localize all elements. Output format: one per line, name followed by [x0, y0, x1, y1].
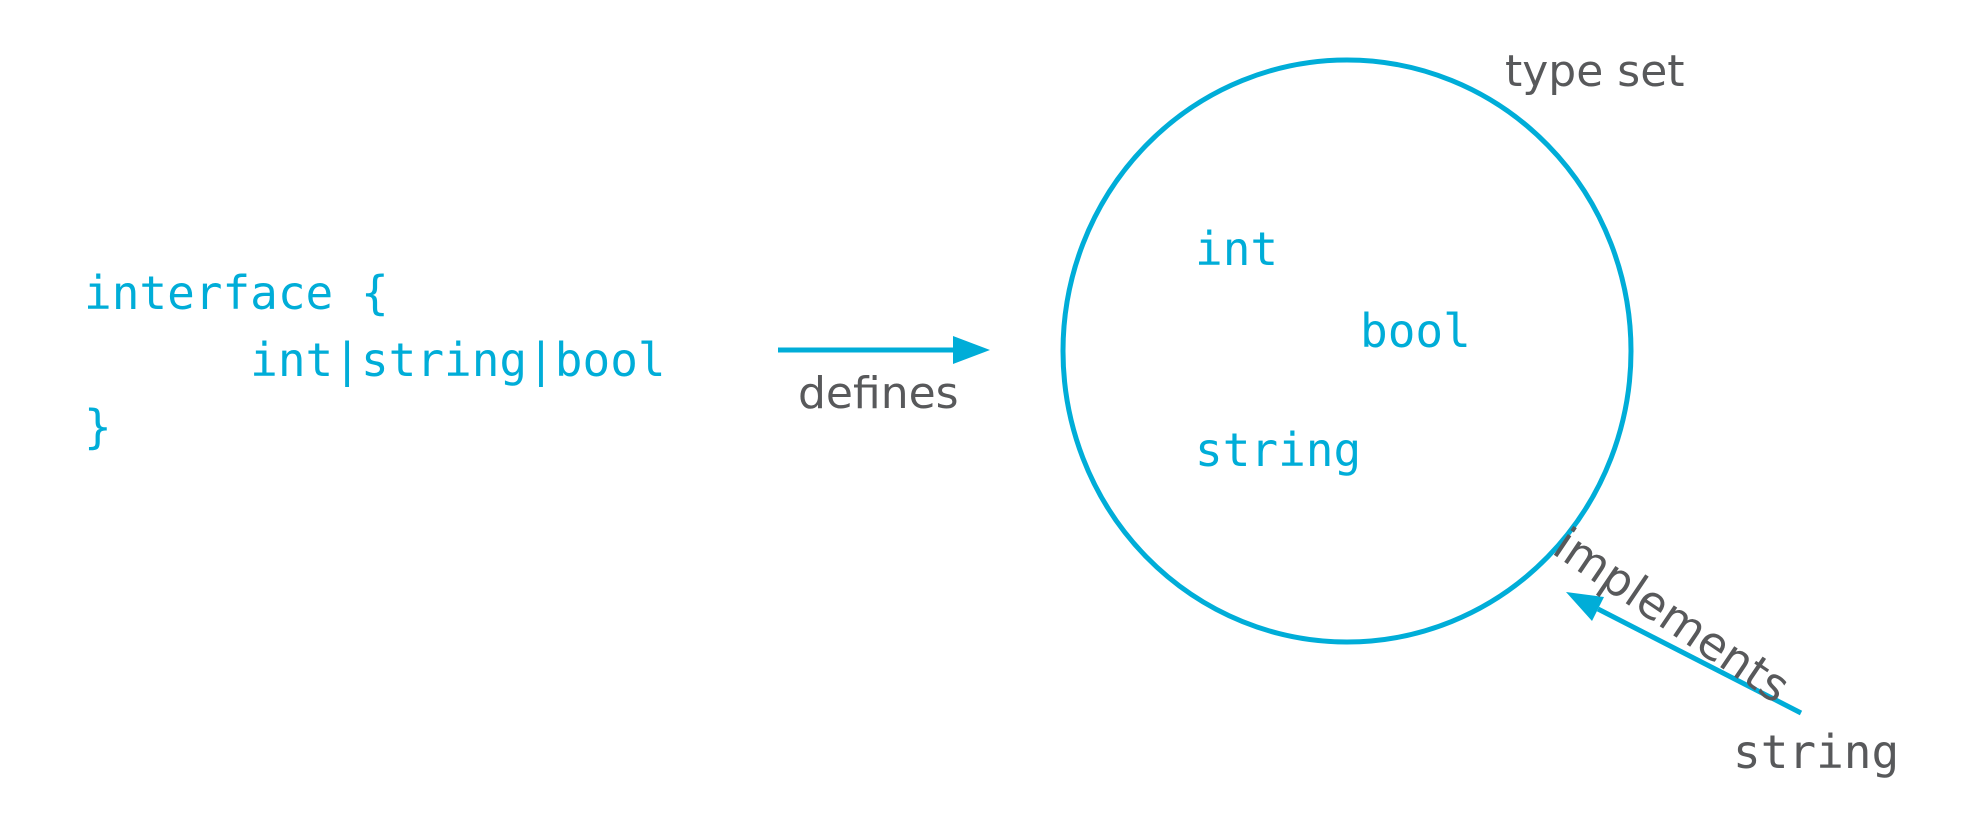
type-set-label: type set — [1505, 46, 1685, 97]
implements-arrow-icon — [1566, 592, 1803, 716]
defines-label: defines — [798, 368, 959, 419]
defines-arrow-icon — [778, 336, 990, 364]
type-set-member-bool: bool — [1360, 304, 1471, 358]
type-set-member-string: string — [1195, 423, 1362, 477]
interface-code-block: interface { int|string|bool } — [84, 266, 666, 454]
type-set-circle — [1060, 57, 1634, 645]
implementing-type-string: string — [1733, 725, 1900, 779]
type-set-member-int: int — [1195, 222, 1279, 276]
